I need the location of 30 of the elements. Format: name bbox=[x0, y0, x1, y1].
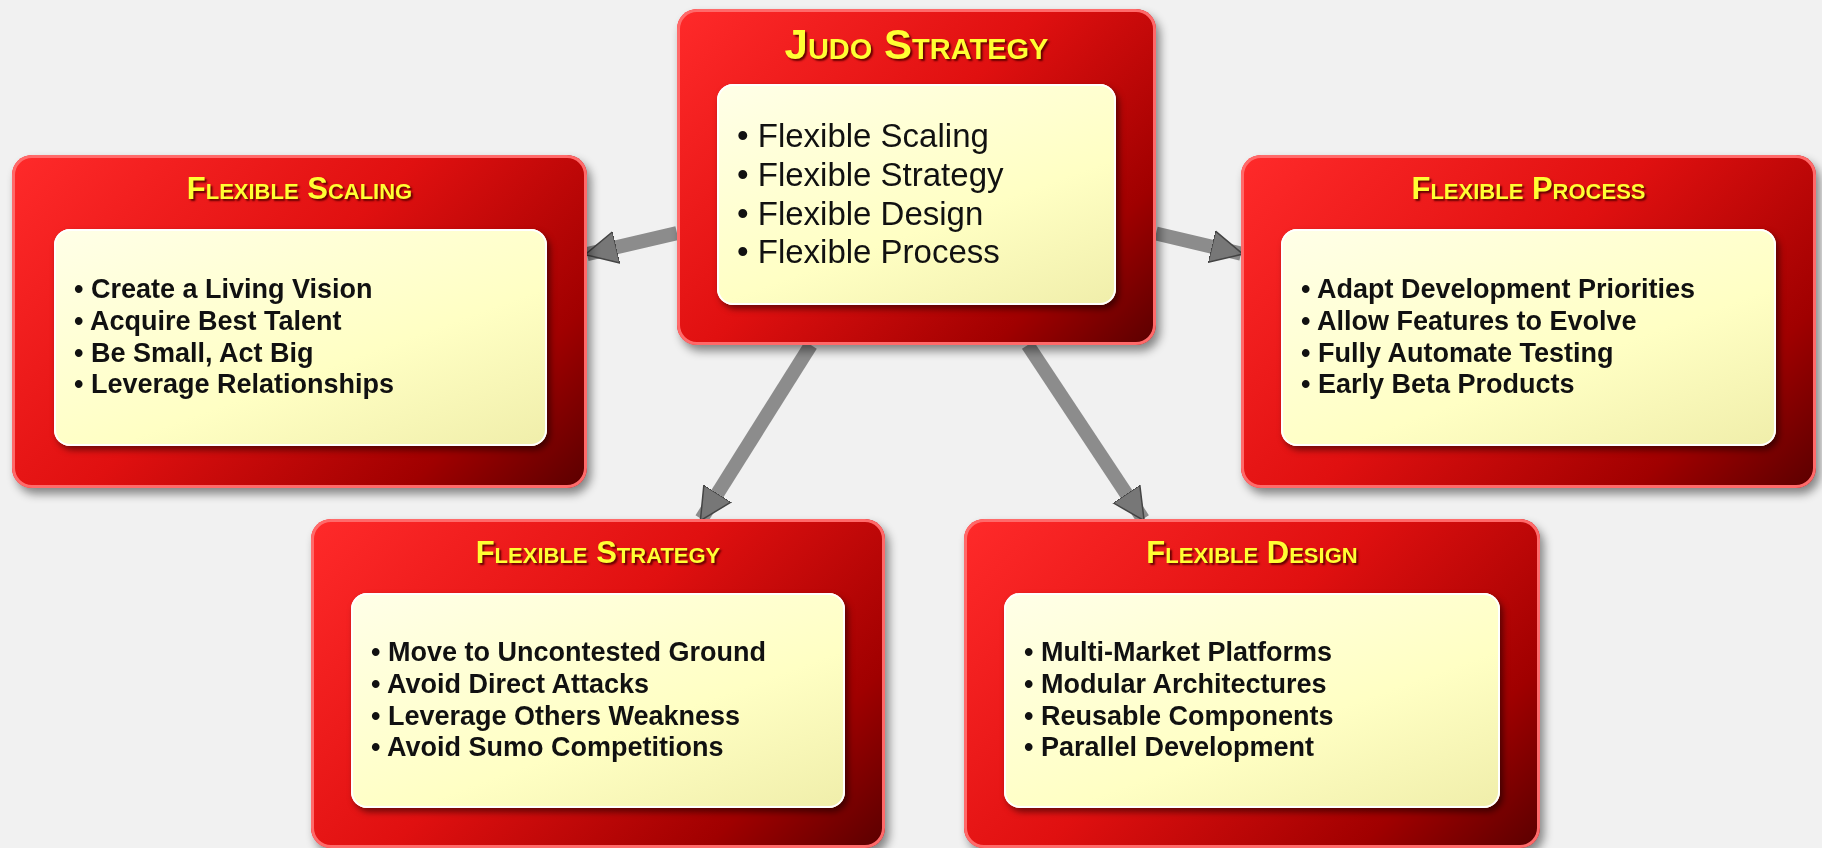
bullet-item: • Parallel Development bbox=[1024, 732, 1316, 765]
bullet-item: • Flexible Design bbox=[737, 194, 985, 234]
card-heading: Flexible Strategy bbox=[474, 535, 722, 571]
topic-card bbox=[12, 155, 587, 488]
bullet-item: • Adapt Development Priorities bbox=[1301, 273, 1696, 306]
bullet-item: • Be Small, Act Big bbox=[74, 337, 315, 370]
topic-card bbox=[1241, 155, 1816, 488]
bullet-item: • Acquire Best Talent bbox=[74, 305, 343, 338]
topic-card bbox=[677, 9, 1156, 345]
topic-card bbox=[964, 519, 1540, 848]
card-heading: Judo Strategy bbox=[783, 21, 1050, 69]
bullet-item: • Flexible Process bbox=[737, 233, 1001, 273]
bullet-item: • Leverage Others Weakness bbox=[371, 700, 742, 733]
bullet-item: • Leverage Relationships bbox=[74, 369, 395, 402]
bullet-item: • Modular Architectures bbox=[1024, 668, 1328, 701]
bullet-item: • Early Beta Products bbox=[1301, 369, 1576, 402]
bullet-item: • Avoid Direct Attacks bbox=[371, 668, 651, 701]
bullet-item: • Flexible Strategy bbox=[737, 155, 1004, 195]
bullet-item: • Reusable Components bbox=[1024, 700, 1334, 733]
bullet-item: • Move to Uncontested Ground bbox=[371, 636, 766, 669]
bullet-item: • Flexible Scaling bbox=[737, 116, 990, 156]
bullet-item: • Avoid Sumo Competitions bbox=[371, 732, 725, 765]
bullet-item: • Allow Features to Evolve bbox=[1301, 305, 1638, 338]
card-heading: Flexible Process bbox=[1410, 171, 1647, 207]
bullet-item: • Create a Living Vision bbox=[74, 273, 374, 306]
card-heading: Flexible Design bbox=[1145, 535, 1359, 571]
bullet-item: • Multi-Market Platforms bbox=[1024, 636, 1333, 669]
bullet-item: • Fully Automate Testing bbox=[1301, 337, 1615, 370]
topic-card bbox=[311, 519, 885, 848]
card-heading: Flexible Scaling bbox=[185, 171, 414, 207]
